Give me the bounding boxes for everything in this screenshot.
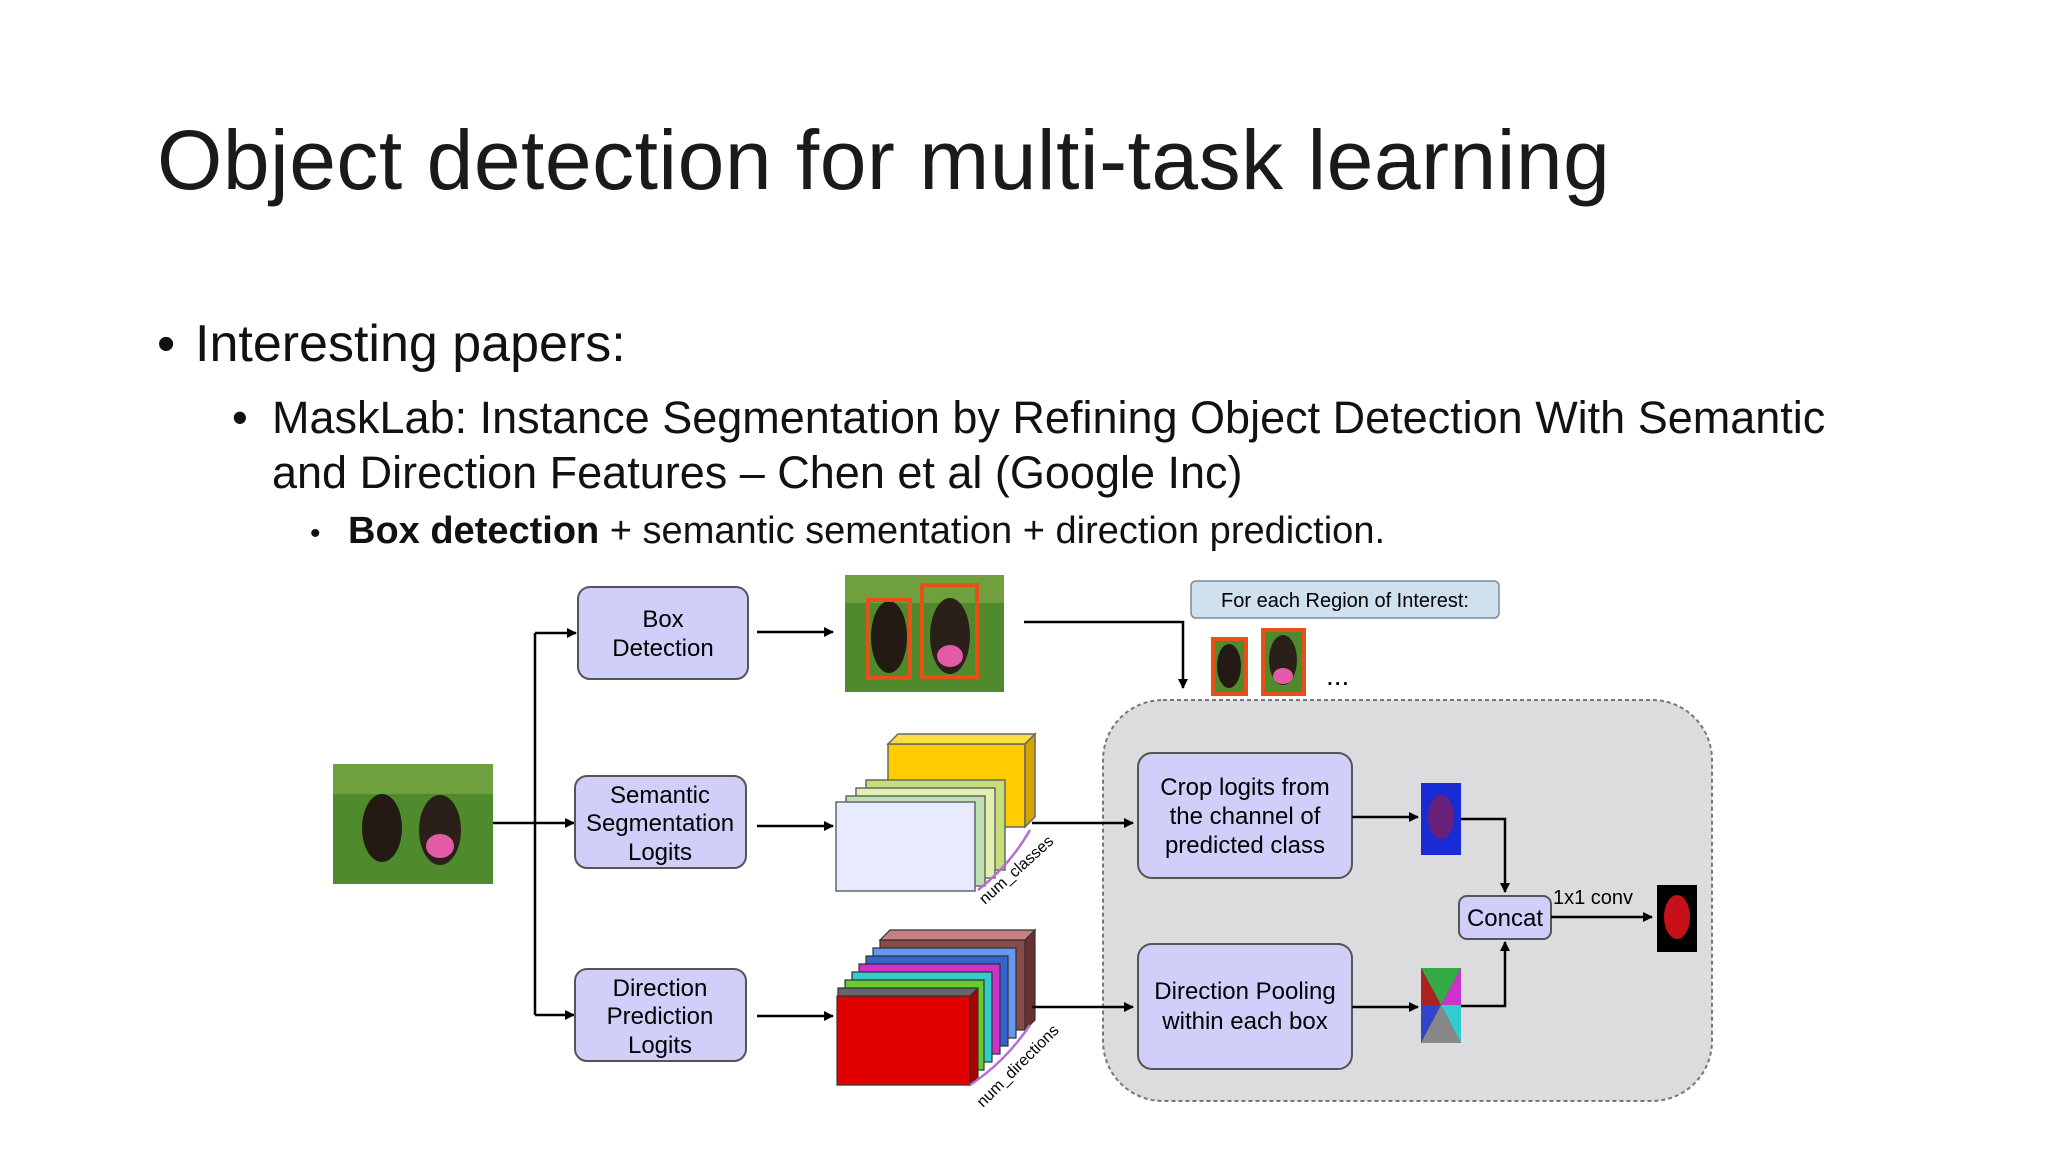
crop-logits-node: Crop logits from the channel of predicte… [1137, 752, 1353, 879]
roi-label: For each Region of Interest: [1190, 580, 1500, 619]
input-photo [333, 764, 493, 884]
bullet-level2-text: MaskLab: Instance Segmentation by Refini… [272, 392, 1826, 498]
output-arrows [757, 627, 834, 1021]
direction-patch [1421, 968, 1461, 1043]
slide-title: Object detection for multi-task learning [157, 113, 1611, 207]
num-directions-arc [969, 1024, 1032, 1087]
crop-line1: Crop logits from [1160, 774, 1329, 801]
panel-input-arrows [1032, 818, 1134, 1012]
num-classes-arc [977, 829, 1032, 891]
concat-text: Concat [1467, 905, 1543, 932]
conv-label: 1x1 conv [1553, 887, 1633, 909]
roi-label-text: For each Region of Interest: [1221, 590, 1469, 612]
box-detection-node: Box Detection [577, 586, 749, 680]
ellipsis-text: ... [1326, 660, 1349, 691]
bullet-level3-bold: Box detection [348, 510, 600, 552]
box-detection-line2: Detection [612, 635, 713, 662]
direction-logits-stack [836, 928, 1037, 1087]
bullet-level3: • Box detection + semantic sementation + … [310, 510, 1385, 553]
crop-line3: predicted class [1165, 832, 1325, 859]
concat-arrows [1461, 817, 1510, 1008]
semantic-line1: Semantic [610, 782, 710, 809]
detection-to-roi-arrow [1024, 620, 1188, 689]
patch-arrows [1352, 812, 1419, 1012]
box-detection-line1: Box [642, 606, 683, 633]
crop-line2: the channel of [1170, 803, 1321, 830]
bullet-level2: • MaskLab: Instance Segmentation by Refi… [232, 390, 1882, 500]
concat-node: Concat [1458, 895, 1552, 940]
bullet-level1-text: Interesting papers: [195, 315, 626, 373]
semantic-logits-stack [835, 732, 1037, 892]
bullet-dot: • [157, 315, 176, 373]
bullet-level1: • Interesting papers: [157, 314, 626, 374]
bullet-level3-text: + semantic sementation + direction predi… [599, 510, 1386, 552]
pooling-line2: within each box [1161, 1008, 1327, 1035]
semantic-line2: Segmentation [586, 810, 734, 837]
final-mask [1657, 885, 1697, 952]
bullet-dot: • [310, 517, 321, 550]
semantic-node: Semantic Segmentation Logits [574, 775, 747, 869]
semantic-line3: Logits [628, 839, 692, 866]
direction-line3: Logits [628, 1032, 692, 1059]
pooling-line1: Direction Pooling [1154, 978, 1335, 1005]
detection-photo [845, 575, 1004, 692]
direction-line1: Direction [613, 975, 708, 1002]
semantic-patch [1421, 783, 1461, 855]
direction-node: Direction Prediction Logits [574, 968, 747, 1062]
branch-lines [493, 628, 577, 1020]
direction-line2: Prediction [607, 1003, 714, 1030]
direction-pooling-node: Direction Pooling within each box [1137, 943, 1353, 1070]
roi-crops: ... [1211, 628, 1349, 696]
bullet-dot: • [232, 392, 248, 443]
